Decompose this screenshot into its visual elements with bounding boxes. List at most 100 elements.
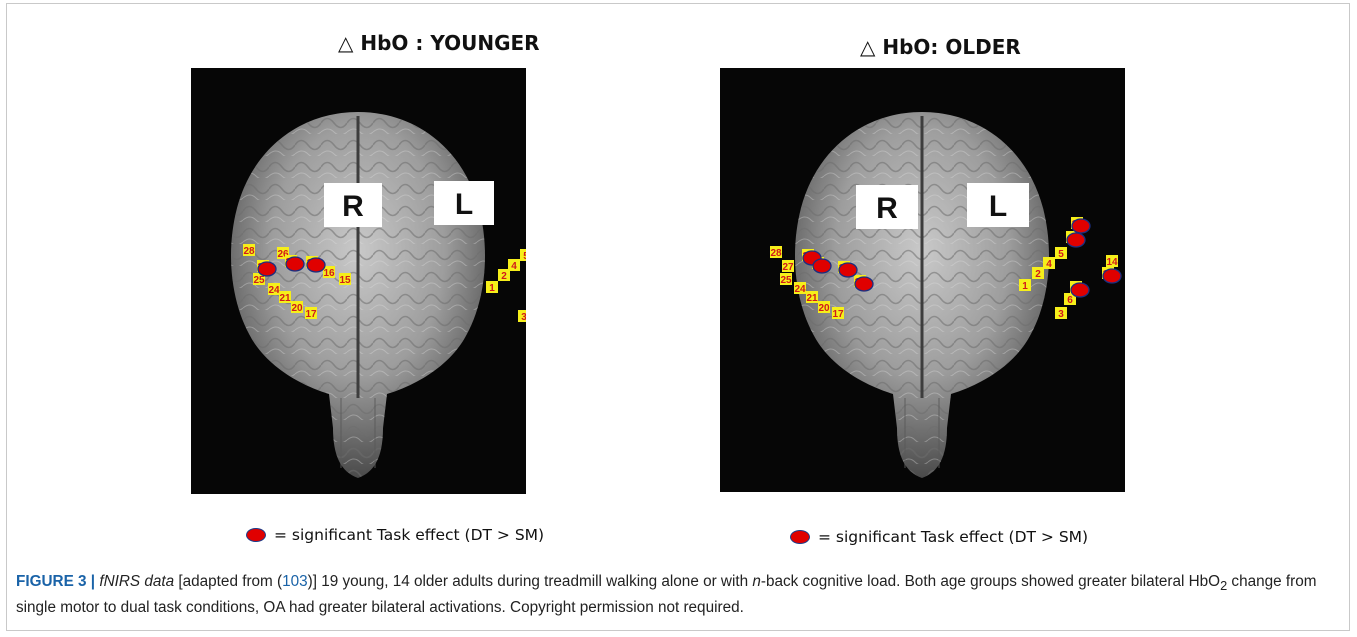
brain-render-younger: R L 262219161528272524212017129854211413… xyxy=(231,112,526,478)
channel-number-16: 16 xyxy=(323,268,335,279)
channel-marker-4 xyxy=(508,259,520,271)
channel-marker-15 xyxy=(339,273,351,285)
significant-marker-7 xyxy=(1070,282,1090,298)
channel-number-20: 20 xyxy=(291,303,303,314)
channel-marker-1 xyxy=(1019,279,1031,291)
channel-marker-27 xyxy=(782,260,794,272)
channel-marker-1 xyxy=(486,281,498,293)
channel-number-21: 21 xyxy=(279,293,291,304)
panel-title-text: HbO : YOUNGER xyxy=(360,31,540,55)
significant-marker-icon xyxy=(790,530,810,544)
channel-group-younger: 262219161528272524212017129854211413763 xyxy=(243,244,526,323)
caption-tail: change from single motor to dual task co… xyxy=(16,573,1317,617)
hemisphere-label-l: L xyxy=(455,188,473,221)
channel-marker-3 xyxy=(1055,307,1067,319)
channel-marker-2 xyxy=(498,269,510,281)
significant-marker-13 xyxy=(1102,268,1122,284)
channel-number-3: 3 xyxy=(521,312,526,323)
figure-caption: FIGURE 3 | fNIRS data [adapted from (103… xyxy=(16,571,1341,619)
caption-italic-n: n xyxy=(752,573,761,590)
channel-marker-5 xyxy=(520,249,526,261)
hemisphere-box-l xyxy=(967,183,1029,227)
significant-marker-27 xyxy=(257,261,277,277)
channel-number-3: 3 xyxy=(1058,309,1064,320)
hemisphere-box-l xyxy=(434,181,494,225)
hemisphere-box-r xyxy=(856,185,918,229)
hemisphere-label-r: R xyxy=(342,190,364,223)
caption-reference-link[interactable]: 103 xyxy=(282,573,308,590)
channel-number-4: 4 xyxy=(1046,259,1052,270)
channel-marker-25 xyxy=(253,273,265,285)
brain-shape xyxy=(231,112,485,478)
caption-post-ref: )] 19 young, 14 older adults during trea… xyxy=(307,573,753,590)
hemisphere-box-r xyxy=(324,183,382,227)
channel-number-20: 20 xyxy=(818,303,830,314)
significant-marker-22 xyxy=(285,256,305,272)
legend-text: = significant Task effect (DT > SM) xyxy=(274,526,545,544)
channel-number-21: 21 xyxy=(806,293,818,304)
panel-title-older: △ HbO: OLDER xyxy=(860,35,1021,59)
channel-number-2: 2 xyxy=(501,271,507,282)
channel-marker-21 xyxy=(279,291,291,303)
significant-marker-22 xyxy=(812,258,832,274)
delta-icon: △ xyxy=(860,35,876,59)
channel-marker-5 xyxy=(1055,247,1067,259)
channel-number-17: 17 xyxy=(305,309,317,320)
channel-marker-24 xyxy=(268,283,280,295)
hemisphere-label-r: R xyxy=(876,192,898,225)
significant-marker-icon xyxy=(246,528,266,542)
caption-italic-lead: fNIRS data xyxy=(99,573,175,590)
delta-icon: △ xyxy=(338,31,354,55)
channel-number-1: 1 xyxy=(1022,281,1028,292)
caption-pre-ref: [adapted from ( xyxy=(178,573,283,590)
brain-render-older: R L 262218152827252421201712954211413763 xyxy=(770,112,1122,478)
channel-number-25: 25 xyxy=(780,275,792,286)
channel-number-15: 15 xyxy=(339,275,351,286)
significant-marker-19 xyxy=(306,257,326,273)
channel-number-4: 4 xyxy=(511,261,517,272)
panel-title-younger: △ HbO : YOUNGER xyxy=(338,31,540,55)
channel-marker-21 xyxy=(806,291,818,303)
channel-number-25: 25 xyxy=(253,275,265,286)
legend-older: = significant Task effect (DT > SM) xyxy=(790,528,1088,546)
channel-marker-16 xyxy=(323,266,335,278)
channel-number-26: 26 xyxy=(277,249,289,260)
channel-marker-6 xyxy=(1064,293,1076,305)
channel-number-2: 2 xyxy=(1035,269,1041,280)
channel-marker-4 xyxy=(1043,257,1055,269)
channel-number-28: 28 xyxy=(770,248,782,259)
hemisphere-label-l: L xyxy=(989,190,1007,223)
channel-group-older: 262218152827252421201712954211413763 xyxy=(770,217,1122,320)
channel-number-14: 14 xyxy=(1106,257,1118,268)
channel-marker-3 xyxy=(518,310,526,322)
legend-text: = significant Task effect (DT > SM) xyxy=(818,528,1089,546)
channel-marker-28 xyxy=(770,246,782,258)
legend-younger: = significant Task effect (DT > SM) xyxy=(246,526,544,544)
channel-number-24: 24 xyxy=(794,284,806,295)
panel-title-text: HbO: OLDER xyxy=(882,35,1021,59)
brain-image-older: R L 262218152827252421201712954211413763 xyxy=(720,68,1125,492)
significant-marker-9 xyxy=(1066,232,1086,248)
channel-marker-24 xyxy=(794,282,806,294)
channel-marker-2 xyxy=(1032,267,1044,279)
channel-number-17: 17 xyxy=(832,309,844,320)
significant-marker-15 xyxy=(854,276,874,292)
caption-label: FIGURE 3 | xyxy=(16,573,96,590)
channel-number-5: 5 xyxy=(523,251,526,262)
brain-image-younger: R L 262219161528272524212017129854211413… xyxy=(191,68,526,494)
significant-marker-18 xyxy=(838,262,858,278)
channel-marker-20 xyxy=(818,301,830,313)
channel-number-6: 6 xyxy=(1067,295,1073,306)
channel-number-27: 27 xyxy=(782,262,794,273)
channel-marker-17 xyxy=(305,307,317,319)
channel-number-24: 24 xyxy=(268,285,280,296)
caption-subscript: 2 xyxy=(1220,578,1228,594)
channel-marker-25 xyxy=(780,273,792,285)
channel-number-5: 5 xyxy=(1058,249,1064,260)
channel-marker-14 xyxy=(1106,255,1118,267)
channel-marker-20 xyxy=(291,301,303,313)
channel-number-28: 28 xyxy=(243,246,255,257)
caption-after-n: -back cognitive load. Both age groups sh… xyxy=(760,573,1221,590)
brain-shape xyxy=(795,112,1049,478)
channel-marker-28 xyxy=(243,244,255,256)
